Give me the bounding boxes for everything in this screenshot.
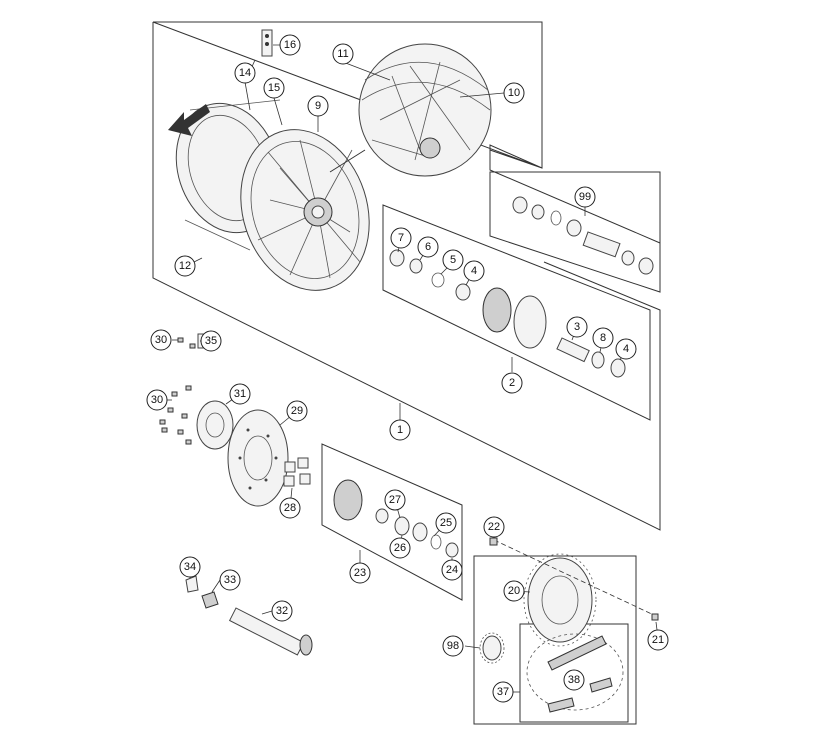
hub-assembly-parts bbox=[389, 249, 626, 378]
svg-text:1: 1 bbox=[397, 424, 403, 436]
callout-11: 11 bbox=[332, 43, 354, 65]
drive-kit-frame bbox=[473, 555, 637, 725]
svg-text:4: 4 bbox=[471, 265, 477, 277]
balance-weight-set bbox=[261, 29, 273, 57]
callout-3: 3 bbox=[566, 316, 588, 338]
svg-text:25: 25 bbox=[440, 517, 452, 529]
svg-text:28: 28 bbox=[284, 502, 296, 514]
svg-text:35: 35 bbox=[205, 335, 217, 347]
svg-text:23: 23 bbox=[354, 567, 366, 579]
callout-30-bottom: 30 bbox=[146, 389, 168, 411]
callout-2: 2 bbox=[501, 372, 523, 394]
callout-34: 34 bbox=[179, 556, 201, 578]
bearing-kit-parts bbox=[512, 196, 654, 275]
axle-parts bbox=[185, 575, 313, 656]
svg-text:37: 37 bbox=[497, 686, 509, 698]
callout-35: 35 bbox=[200, 330, 222, 352]
callout-31: 31 bbox=[229, 383, 251, 405]
svg-text:11: 11 bbox=[337, 48, 348, 60]
callout-8: 8 bbox=[592, 327, 614, 349]
svg-text:27: 27 bbox=[389, 494, 401, 506]
brake-disc bbox=[227, 409, 289, 507]
callout-5: 5 bbox=[442, 249, 464, 271]
svg-text:30: 30 bbox=[151, 394, 163, 406]
cush-drive-parts bbox=[333, 479, 459, 558]
svg-text:12: 12 bbox=[179, 260, 191, 272]
callout-20: 20 bbox=[503, 580, 525, 602]
callout-98: 98 bbox=[442, 635, 464, 657]
svg-text:26: 26 bbox=[394, 542, 406, 554]
callout-30-top: 30 bbox=[150, 329, 172, 351]
svg-text:14: 14 bbox=[239, 67, 251, 79]
hub-assembly-frame bbox=[382, 204, 651, 421]
svg-text:7: 7 bbox=[398, 232, 404, 244]
svg-text:20: 20 bbox=[508, 585, 520, 597]
callout-9: 9 bbox=[307, 95, 329, 117]
svg-text:98: 98 bbox=[447, 640, 459, 652]
rear-wheel bbox=[175, 99, 370, 291]
callout-37: 37 bbox=[492, 681, 514, 703]
svg-text:4: 4 bbox=[623, 343, 629, 355]
svg-text:30: 30 bbox=[155, 334, 167, 346]
callout-26: 26 bbox=[389, 537, 411, 559]
svg-text:9: 9 bbox=[315, 100, 321, 112]
svg-text:24: 24 bbox=[446, 564, 458, 576]
svg-text:31: 31 bbox=[234, 388, 246, 400]
callout-27: 27 bbox=[384, 489, 406, 511]
svg-text:5: 5 bbox=[450, 254, 456, 266]
callout-28: 28 bbox=[279, 497, 301, 519]
spoke-detail-magnifier bbox=[329, 43, 492, 177]
callout-38: 38 bbox=[563, 669, 585, 691]
damper-rubbers bbox=[283, 457, 311, 487]
svg-text:6: 6 bbox=[425, 241, 431, 253]
callout-12: 12 bbox=[174, 255, 196, 277]
bolt-set-30-bottom bbox=[159, 385, 192, 445]
svg-text:2: 2 bbox=[509, 377, 515, 389]
callout-22: 22 bbox=[483, 516, 505, 538]
callout-21: 21 bbox=[647, 629, 669, 651]
svg-text:10: 10 bbox=[508, 87, 520, 99]
sprocket-fasteners bbox=[489, 537, 659, 621]
svg-text:33: 33 bbox=[224, 574, 236, 586]
cush-drive-frame bbox=[321, 443, 463, 601]
svg-text:38: 38 bbox=[568, 674, 580, 686]
callout-6: 6 bbox=[417, 236, 439, 258]
svg-text:32: 32 bbox=[276, 605, 288, 617]
rear-sprocket bbox=[523, 553, 597, 647]
svg-text:29: 29 bbox=[291, 405, 303, 417]
svg-text:34: 34 bbox=[184, 561, 196, 573]
callout-25: 25 bbox=[435, 512, 457, 534]
callout-4-upper: 4 bbox=[463, 260, 485, 282]
svg-text:3: 3 bbox=[574, 321, 580, 333]
callout-10: 10 bbox=[503, 82, 525, 104]
callout-1: 1 bbox=[389, 419, 411, 441]
callout-15: 15 bbox=[263, 77, 285, 99]
callout-16: 16 bbox=[279, 34, 301, 56]
svg-text:22: 22 bbox=[488, 521, 500, 533]
bearing-kit-frame bbox=[489, 171, 661, 293]
callout-23: 23 bbox=[349, 562, 371, 584]
callout-4-lower: 4 bbox=[615, 338, 637, 360]
svg-text:8: 8 bbox=[600, 332, 606, 344]
callout-7: 7 bbox=[390, 227, 412, 249]
callout-14: 14 bbox=[234, 62, 256, 84]
callout-99: 99 bbox=[574, 186, 596, 208]
callout-24: 24 bbox=[441, 559, 463, 581]
disc-carrier bbox=[196, 400, 234, 450]
callout-32: 32 bbox=[271, 600, 293, 622]
callout-33: 33 bbox=[219, 569, 241, 591]
svg-text:15: 15 bbox=[268, 82, 280, 94]
rotation-direction-arrow-icon bbox=[168, 104, 210, 136]
front-sprocket bbox=[479, 632, 505, 664]
svg-text:16: 16 bbox=[284, 39, 296, 51]
callout-29: 29 bbox=[286, 400, 308, 422]
svg-text:99: 99 bbox=[579, 191, 591, 203]
svg-text:21: 21 bbox=[652, 634, 664, 646]
drive-chain bbox=[526, 633, 624, 713]
